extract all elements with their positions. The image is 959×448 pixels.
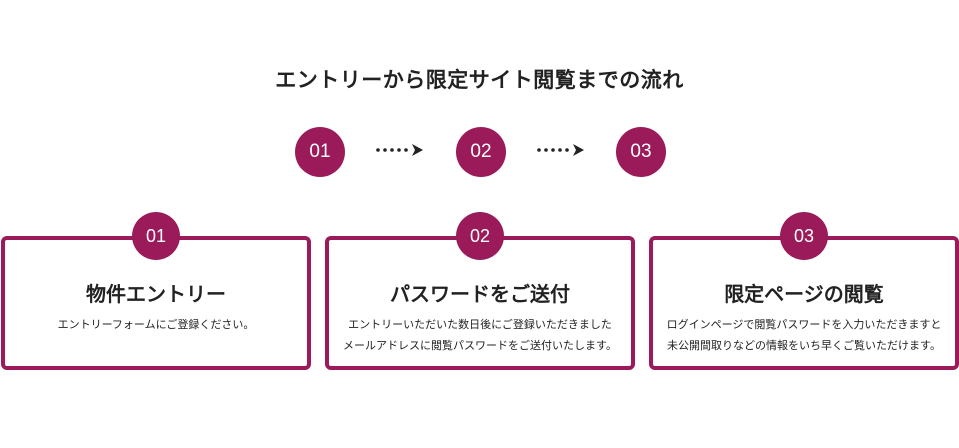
card-description-line: 未公開間取りなどの情報をいち早くご覧いただけます。 — [667, 339, 941, 352]
card-description: エントリーいただいた数日後にご登録いただきました メールアドレスに閲覧パスワード… — [329, 314, 631, 356]
step-circle-01: 01 — [295, 127, 345, 177]
card-title: 物件エントリー — [86, 282, 226, 306]
flow-title: エントリーから限定サイト閲覧までの流れ — [275, 67, 684, 92]
card-badge: 03 — [780, 212, 828, 260]
card-description: ログインページで閲覧パスワードを入力いただきますと 未公開間取りなどの情報をいち… — [653, 314, 955, 356]
card-description-line: メールアドレスに閲覧パスワードをご送付いたします。 — [343, 339, 617, 352]
card-description-line: エントリーいただいた数日後にご登録いただきました — [348, 318, 612, 331]
dotted-arrow-right-icon — [376, 144, 423, 156]
step-circle-02: 02 — [456, 127, 506, 177]
card-description: エントリーフォームにご登録ください。 — [5, 314, 307, 335]
card-description-line: エントリーフォームにご登録ください。 — [57, 318, 255, 331]
card-title: パスワードをご送付 — [390, 282, 570, 306]
step-card-limited-page: 03 限定ページの閲覧 ログインページで閲覧パスワードを入力いただきますと 未公… — [649, 212, 959, 370]
card-badge: 02 — [456, 212, 504, 260]
card-description-line: ログインページで閲覧パスワードを入力いただきますと — [666, 318, 942, 331]
step-card-entry: 01 物件エントリー エントリーフォームにご登録ください。 — [1, 212, 311, 370]
card-title: 限定ページの閲覧 — [724, 282, 884, 306]
step-card-password: 02 パスワードをご送付 エントリーいただいた数日後にご登録いただきました メー… — [325, 212, 635, 370]
card-badge: 01 — [132, 212, 180, 260]
dotted-arrow-right-icon — [537, 144, 584, 156]
step-circle-03: 03 — [616, 127, 666, 177]
